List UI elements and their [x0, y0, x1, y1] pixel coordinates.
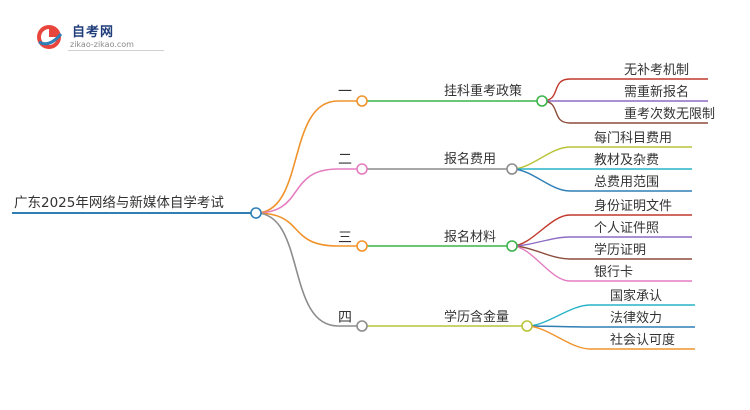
- branch-2-leaf-1: 每门科目费用: [594, 131, 673, 146]
- branch-2-leaf-2: 教材及杂费: [594, 153, 660, 168]
- branch-4-topic: 学历含金量: [444, 310, 510, 325]
- branch-4-leaf-1: 国家承认: [610, 289, 663, 304]
- branch-3-topic: 报名材料: [444, 230, 497, 245]
- site-logo[interactable]: 自考网 zikao-zikao.com: [34, 20, 164, 54]
- branch-1-number: 一: [338, 84, 352, 100]
- branch-3-number: 三: [338, 230, 352, 246]
- branch-2-node[interactable]: [356, 163, 368, 175]
- branch-4-leaf-3: 社会认可度: [610, 333, 676, 348]
- branch-1-topic-node[interactable]: [536, 95, 548, 107]
- branch-3-leaf-4: 银行卡: [594, 265, 634, 280]
- root-node[interactable]: [250, 207, 262, 219]
- branch-3-leaf-2: 个人证件照: [594, 221, 660, 236]
- branch-4-connector: [255, 212, 362, 327]
- branch-2-topic: 报名费用: [444, 152, 497, 167]
- branch-1-leaf-3: 重考次数无限制: [624, 107, 716, 122]
- branch-1-node[interactable]: [356, 95, 368, 107]
- root-topic: 广东2025年网络与新媒体自学考试: [14, 195, 224, 211]
- branch-3-leaf-3: 学历证明: [594, 243, 647, 258]
- branch-3-node[interactable]: [356, 240, 368, 252]
- branch-4-leaf-2: 法律效力: [610, 311, 663, 326]
- branch-3-leaf-2-line: [511, 236, 692, 247]
- branch-1-connector: [255, 100, 362, 214]
- branch-1-topic: 挂科重考政策: [444, 84, 523, 99]
- logo-url: zikao-zikao.com: [70, 40, 134, 49]
- logo-divider: [68, 50, 164, 51]
- branch-4-topic-node[interactable]: [521, 320, 533, 332]
- branch-2-leaf-1-line: [511, 146, 692, 170]
- branch-3-leaf-1: 身份证明文件: [594, 199, 673, 214]
- branch-2-connector: [255, 168, 362, 214]
- branch-3-connector: [255, 212, 362, 247]
- branch-3-leaf-4-line: [511, 245, 692, 282]
- branch-2-leaf-3-line: [511, 168, 692, 192]
- logo-title: 自考网: [72, 25, 115, 40]
- branch-4-node[interactable]: [356, 320, 368, 332]
- branch-2-number: 二: [338, 152, 352, 168]
- branch-4-number: 四: [338, 310, 352, 326]
- branch-2-leaf-3: 总费用范围: [594, 175, 660, 190]
- branch-4-leaf-3-line: [526, 325, 695, 350]
- branch-1-leaf-1: 无补考机制: [624, 63, 690, 78]
- branch-1-leaf-2: 需重新报名: [624, 85, 690, 100]
- branch-2-topic-node[interactable]: [506, 163, 518, 175]
- logo-mark-icon: [37, 25, 63, 49]
- branch-4-leaf-1-line: [526, 304, 695, 327]
- branch-3-topic-node[interactable]: [506, 240, 518, 252]
